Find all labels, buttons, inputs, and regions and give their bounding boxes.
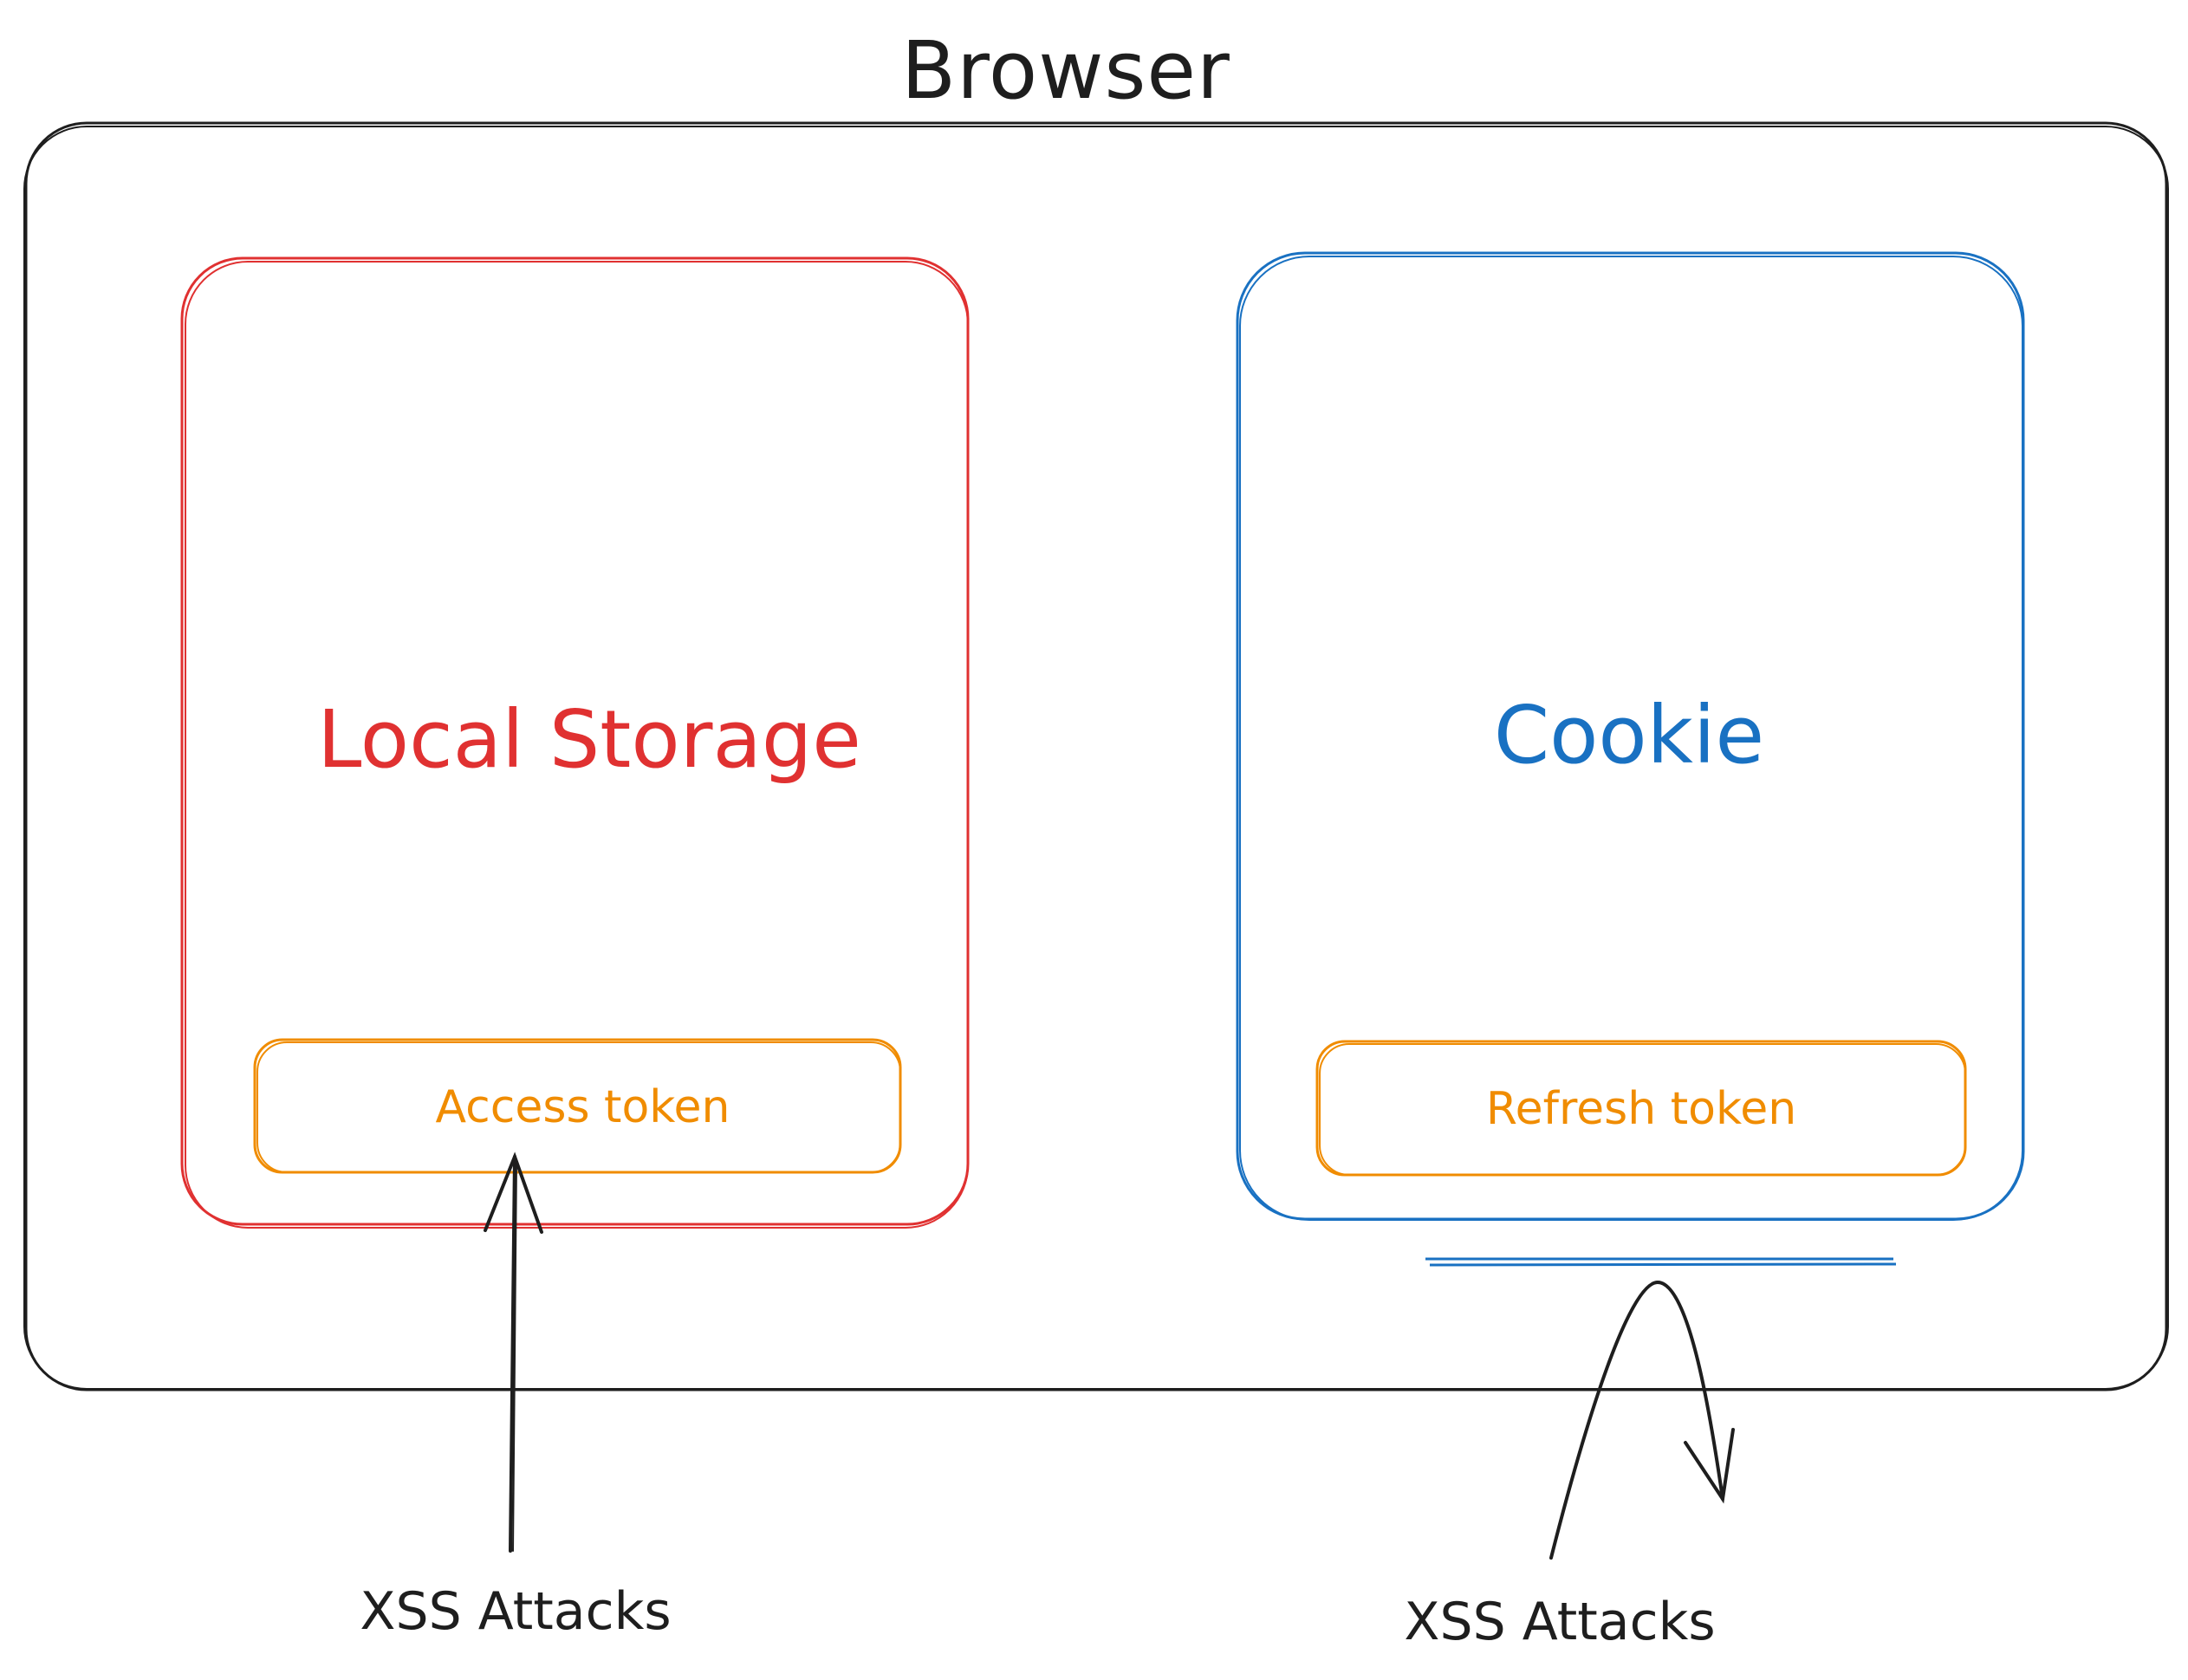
- xss-arrow-left: [484, 1151, 543, 1553]
- cookie-box: [1236, 251, 2025, 1221]
- access-token-box: [253, 1038, 902, 1174]
- access-token-label: Access token: [435, 1081, 730, 1133]
- browser-frame: [23, 121, 2169, 1391]
- xss-arrow-right: [1549, 1280, 1735, 1560]
- xss-attack-label-right: XSS Attacks: [1404, 1592, 1716, 1652]
- blocking-line: [1425, 1257, 1897, 1267]
- xss-attack-label-left: XSS Attacks: [360, 1581, 672, 1642]
- refresh-token-box: [1315, 1040, 1967, 1177]
- browser-title: Browser: [901, 24, 1230, 117]
- refresh-token-label: Refresh token: [1485, 1083, 1797, 1135]
- cookie-title: Cookie: [1493, 689, 1765, 782]
- local-storage-title: Local Storage: [317, 693, 861, 786]
- local-storage-box: [180, 256, 970, 1229]
